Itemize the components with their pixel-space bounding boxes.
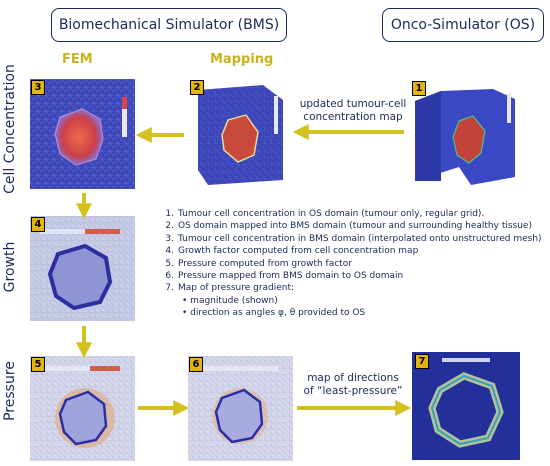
step-item: 3.Tumour cell concentration in BMS domai… xyxy=(165,233,542,244)
fem-title: FEM xyxy=(62,52,93,67)
step-item: 4.Growth factor computed from cell conce… xyxy=(165,246,419,257)
badge-3: 3 xyxy=(31,80,45,95)
pressure-gradient-panel xyxy=(412,352,520,460)
mapping-concentration-panel xyxy=(198,85,283,185)
pressure-mapping-panel xyxy=(188,356,293,461)
os-header: Onco-Simulator (OS) xyxy=(382,8,544,42)
badge-2: 2 xyxy=(190,80,204,95)
badge-5: 5 xyxy=(31,357,45,372)
substep-item: • magnitude (shown) xyxy=(182,295,278,306)
badge-1: 1 xyxy=(412,81,426,96)
badge-4: 4 xyxy=(31,217,45,232)
annotation-updated-map: updated tumour-cell concentration map xyxy=(299,98,407,123)
step-item: 6.Pressure mapped from BMS domain to OS … xyxy=(165,271,404,282)
badge-7: 7 xyxy=(415,354,429,369)
step-item: 7.Map of pressure gradient: xyxy=(165,283,295,294)
step-item: 1.Tumour cell concentration in OS domain… xyxy=(165,209,485,219)
step-item: 2.OS domain mapped into BMS domain (tumo… xyxy=(165,221,532,232)
step-item: 5.Pressure computed from growth factor xyxy=(165,258,352,269)
badge-6: 6 xyxy=(189,357,203,372)
os-concentration-panel xyxy=(415,89,515,185)
substep-item: • direction as angles φ, θ provided to O… xyxy=(182,308,366,319)
steps-list: 1.Tumour cell concentration in OS domain… xyxy=(160,208,548,320)
growth-panel xyxy=(30,216,135,321)
fem-concentration-panel xyxy=(30,79,135,189)
annotation-least-pressure: map of directions of “least-pressure” xyxy=(303,372,403,397)
mapping-title: Mapping xyxy=(210,52,274,67)
bms-header: Biomechanical Simulator (BMS) xyxy=(51,8,287,42)
pressure-fem-panel xyxy=(30,356,135,461)
